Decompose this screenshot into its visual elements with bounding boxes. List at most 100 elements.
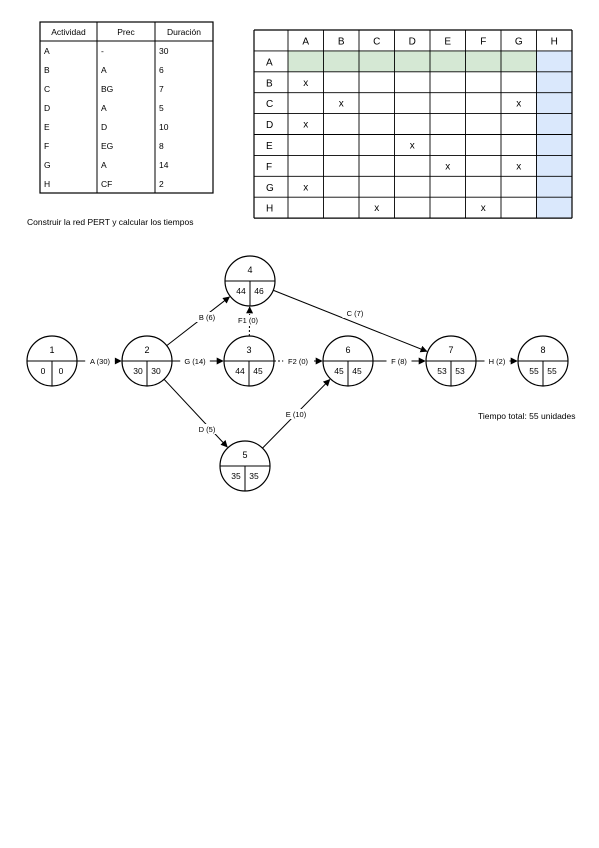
edge-label-bg (194, 312, 220, 322)
node-early-time: 0 (41, 366, 46, 376)
matrix-column-header: D (409, 37, 416, 48)
edge-label-7-8: H (2) (489, 357, 506, 366)
activity-table-cell: E (44, 122, 50, 132)
activity-table-cell: 2 (159, 179, 164, 189)
pert-node-7: 7 53 53 (425, 335, 477, 387)
activity-table-cell: D (44, 103, 50, 113)
activity-table-cell: D (101, 122, 107, 132)
activity-table-cell: C (44, 84, 50, 94)
total-time-label: Tiempo total: 55 unidades (478, 411, 576, 421)
matrix-cell-mark: x (445, 161, 450, 172)
edge-label-bg (386, 356, 412, 366)
activity-table-cell: A (44, 46, 50, 56)
instruction-text: Construir la red PERT y calcular los tie… (27, 217, 193, 227)
activity-table-cell: 30 (159, 46, 169, 56)
node-early-time: 53 (437, 366, 447, 376)
node-number: 2 (144, 345, 149, 355)
activity-table-cell: B (44, 65, 50, 75)
pert-node-3: 3 44 45 (223, 335, 275, 387)
node-late-time: 53 (455, 366, 465, 376)
edge-label-2-4: B (6) (199, 313, 216, 322)
activity-table-header: Actividad (51, 27, 86, 37)
activity-table-cell: CF (101, 179, 112, 189)
activity-table-cell: A (101, 65, 107, 75)
node-number: 6 (345, 345, 350, 355)
node-late-time: 55 (547, 366, 557, 376)
matrix-column-header: H (551, 37, 558, 48)
matrix-row-header: D (266, 120, 273, 131)
node-number: 8 (540, 345, 545, 355)
pert-node-8: 8 55 55 (517, 335, 569, 387)
matrix-column-header: G (515, 37, 523, 48)
matrix-row-header: H (266, 204, 273, 215)
edge-label-bg (194, 424, 220, 434)
node-early-time: 55 (529, 366, 539, 376)
matrix-cell-mark: x (481, 203, 486, 214)
edge-4-7 (273, 289, 428, 353)
matrix-column-header: E (444, 37, 451, 48)
activity-table-cell: 7 (159, 84, 164, 94)
activity-table-cell: 10 (159, 122, 169, 132)
activity-table-cell: EG (101, 141, 113, 151)
activity-table-cell: A (101, 160, 107, 170)
edge-label-4-7: C (7) (347, 309, 364, 318)
edge-label-bg (180, 356, 210, 366)
node-early-time: 44 (235, 366, 245, 376)
matrix-column-header: F (480, 37, 486, 48)
activity-table-cell: 6 (159, 65, 164, 75)
matrix-cell-mark: x (303, 78, 308, 89)
matrix-cell-mark: x (303, 120, 308, 131)
node-early-time: 44 (236, 286, 246, 296)
matrix-column-header: A (302, 37, 309, 48)
edge-label-bg (342, 308, 368, 318)
matrix-cell-mark: x (410, 141, 415, 152)
matrix-row-highlight (288, 50, 537, 72)
activity-table-header: Prec (117, 27, 135, 37)
matrix-row-header: C (266, 99, 273, 110)
matrix-row-header: E (266, 141, 273, 152)
node-late-time: 46 (254, 286, 264, 296)
matrix-cell-mark: x (516, 161, 521, 172)
matrix-row-header: F (266, 162, 272, 173)
activity-table-cell: BG (101, 84, 113, 94)
edge-label-bg (233, 315, 263, 325)
node-late-time: 45 (253, 366, 263, 376)
edge-label-3-6: F2 (0) (288, 357, 309, 366)
matrix-cell-mark: x (374, 203, 379, 214)
node-late-time: 45 (352, 366, 362, 376)
activity-table-border (39, 21, 214, 194)
edge-label-1-2: A (30) (90, 357, 111, 366)
matrix-row-header: G (266, 183, 274, 194)
matrix-cell-mark: x (516, 99, 521, 110)
activity-table-cell: A (101, 103, 107, 113)
node-early-time: 35 (231, 471, 241, 481)
matrix-column-header: C (373, 37, 380, 48)
node-number: 4 (247, 265, 252, 275)
edge-label-bg (283, 356, 313, 366)
node-number: 3 (246, 345, 251, 355)
activity-table-cell: H (44, 179, 50, 189)
edge-label-2-5: D (5) (199, 425, 216, 434)
activity-table-cell: G (44, 160, 51, 170)
activity-table-cell: 14 (159, 160, 169, 170)
node-late-time: 35 (249, 471, 259, 481)
activity-table-cell: 5 (159, 103, 164, 113)
node-number: 7 (448, 345, 453, 355)
node-late-time: 0 (59, 366, 64, 376)
matrix-row-header: A (266, 57, 273, 68)
activity-table-cell: F (44, 141, 49, 151)
edge-label-bg (281, 409, 311, 419)
edge-label-6-7: F (8) (391, 357, 407, 366)
edge-label-2-3: G (14) (184, 357, 206, 366)
matrix-row-header: B (266, 78, 273, 89)
activity-table-cell: 8 (159, 141, 164, 151)
edge-label-3-4: F1 (0) (238, 316, 259, 325)
